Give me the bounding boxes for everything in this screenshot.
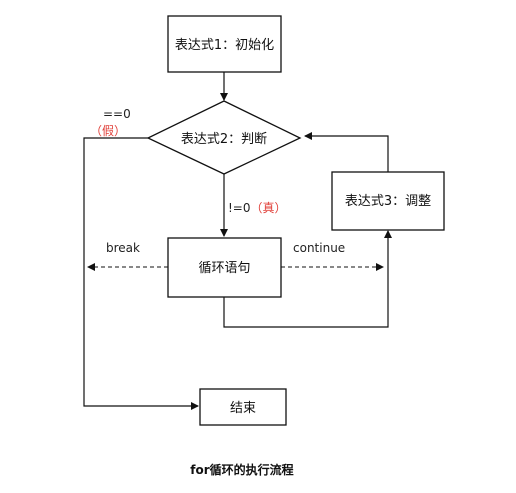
node-adjust: 表达式3：调整 xyxy=(331,171,445,231)
node-init: 表达式1：初始化 xyxy=(167,15,282,73)
condition-label: 表达式2：判断 xyxy=(181,132,267,147)
continue-label: continue xyxy=(293,241,345,255)
adjust-label: 表达式3：调整 xyxy=(345,194,431,209)
init-box xyxy=(167,15,282,73)
true-value-label: !=0 xyxy=(228,201,251,215)
diagram-caption: for循环的执行流程 xyxy=(190,462,293,477)
edge-adjust-to-condition xyxy=(304,132,389,172)
break-label: break xyxy=(106,241,140,255)
loop-body-box xyxy=(167,237,282,298)
node-end: 结束 xyxy=(199,388,287,426)
edge-condition-false-to-end xyxy=(83,137,199,410)
end-box xyxy=(199,388,287,426)
node-loop-body: 循环语句 xyxy=(167,237,282,298)
true-label-group: !=0（真） xyxy=(228,201,287,215)
end-label: 结束 xyxy=(230,401,256,416)
loop-body-label: 循环语句 xyxy=(198,261,250,276)
edge-loop-body-to-adjust xyxy=(223,230,392,328)
false-value-label: ==0 xyxy=(103,107,131,121)
condition-diamond xyxy=(146,100,302,175)
init-label: 表达式1：初始化 xyxy=(175,38,274,53)
true-label: （真） xyxy=(251,201,287,215)
connectors xyxy=(83,72,392,410)
adjust-box xyxy=(331,171,445,231)
node-condition: 表达式2：判断 xyxy=(146,100,302,175)
false-label: （假） xyxy=(90,124,126,138)
